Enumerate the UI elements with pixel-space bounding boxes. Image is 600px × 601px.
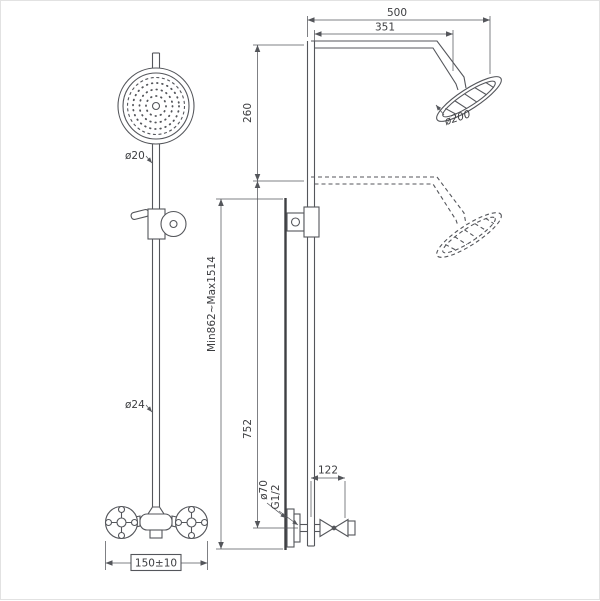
label-outlet-offset: 122 bbox=[318, 465, 338, 477]
label-connection-thread: G1/2 bbox=[270, 484, 282, 509]
label-head-drop: 260 bbox=[242, 103, 254, 123]
front-diverter bbox=[130, 208, 187, 240]
dim-handle-spacing: 150±10 bbox=[105, 541, 208, 572]
mixer-outlet bbox=[149, 529, 163, 539]
diverter-knob bbox=[160, 210, 187, 238]
label-arm-reach: 351 bbox=[375, 22, 395, 34]
dim-arm-reach: 351 bbox=[314, 22, 454, 71]
left-handle bbox=[104, 505, 139, 540]
side-view bbox=[284, 40, 507, 550]
dim-head-drop: 260 bbox=[242, 44, 304, 182]
side-dimensions: 500 351 260 752 Min862~Max1514 bbox=[206, 7, 491, 550]
label-riser-length: 752 bbox=[242, 419, 254, 439]
diverter-lever bbox=[130, 209, 150, 220]
label-head-diameter: ø200 bbox=[442, 108, 472, 128]
front-shower-head bbox=[117, 67, 195, 145]
label-escutcheon-diameter: ø70 bbox=[258, 480, 270, 500]
side-riser-pipe bbox=[306, 41, 316, 547]
label-handle-spacing: 150±10 bbox=[135, 558, 177, 570]
shower-arm-raised-position bbox=[310, 40, 507, 129]
label-overall-reach: 500 bbox=[387, 7, 407, 19]
shower-arm-lowered-position bbox=[310, 176, 507, 265]
label-height-range: Min862~Max1514 bbox=[206, 256, 218, 352]
valve-symbol bbox=[319, 518, 336, 538]
label-pipe-diameter-upper: ø20 bbox=[125, 150, 145, 162]
wall-bracket bbox=[286, 206, 320, 238]
dim-riser-length: 752 bbox=[242, 181, 298, 529]
front-mixer-valve bbox=[104, 505, 209, 540]
front-view bbox=[104, 52, 209, 540]
dim-outlet-offset: 122 bbox=[310, 465, 346, 518]
right-handle bbox=[174, 505, 209, 540]
dim-escutcheon-diameter: ø70 bbox=[258, 480, 287, 519]
dim-height-range: Min862~Max1514 bbox=[206, 198, 283, 550]
front-dimensions: ø20 ø24 150±10 bbox=[105, 150, 208, 572]
dim-overall-reach: 500 bbox=[307, 7, 491, 74]
dim-connection-thread: G1/2 bbox=[270, 484, 299, 526]
label-pipe-diameter-lower: ø24 bbox=[125, 399, 145, 411]
